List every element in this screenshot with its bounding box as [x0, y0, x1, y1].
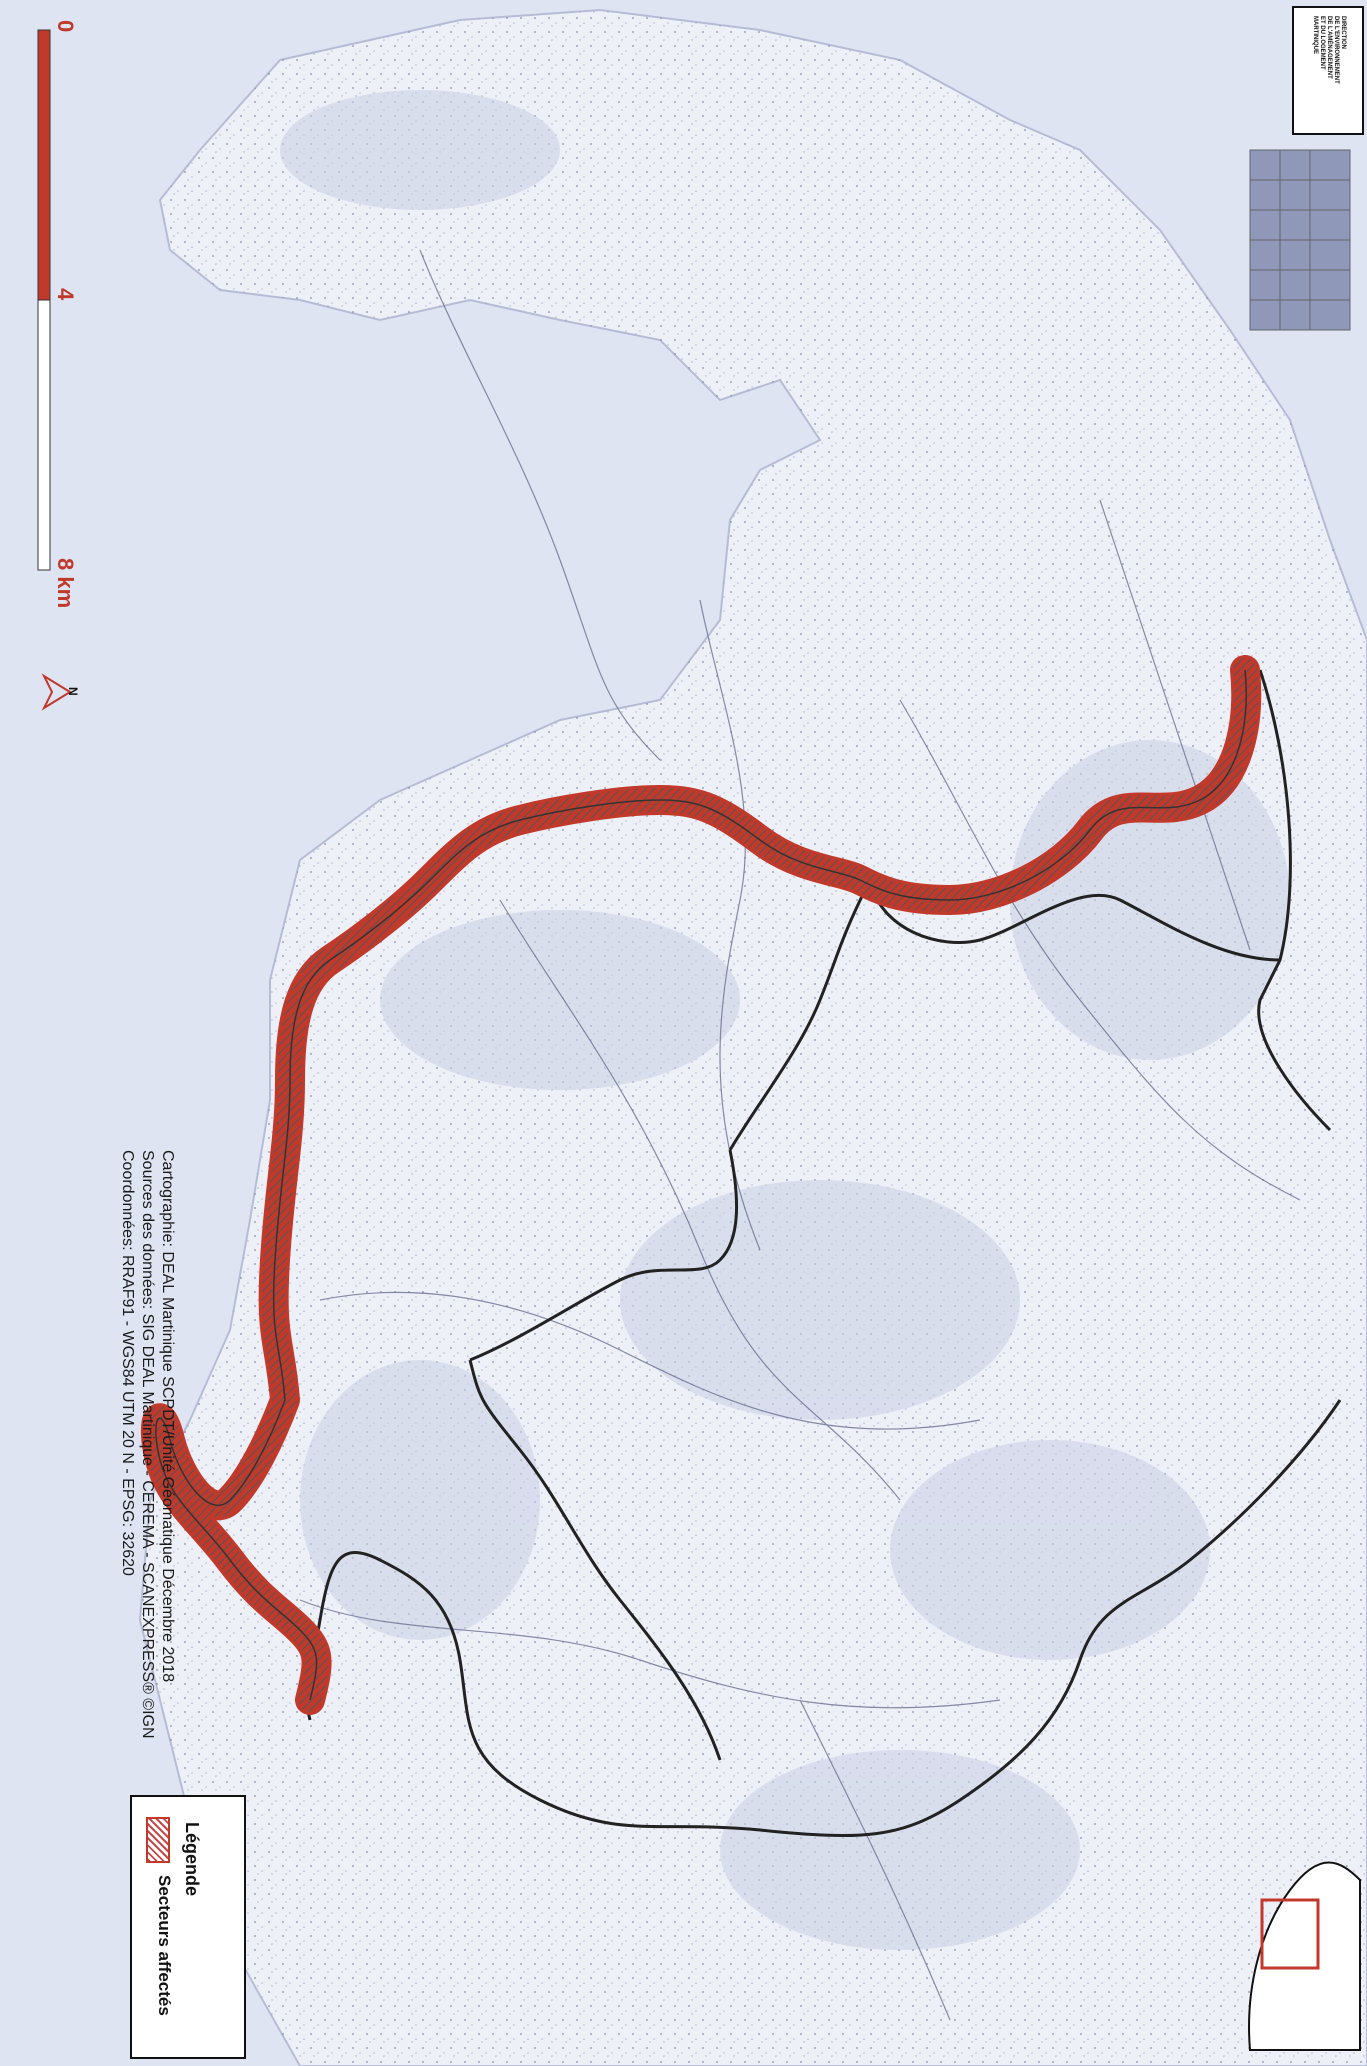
title-block: DIRECTION DE L'ENVIRONNEMENT DE L'AMÉNAG… — [1292, 6, 1364, 135]
inset-overview-map — [1248, 1861, 1361, 2051]
north-label: N — [66, 687, 80, 696]
title-line-5: MARTINIQUE — [1312, 16, 1318, 54]
affected-sector-centerline — [155, 669, 1247, 1701]
credit-line-2: Sources des données: SIG DEAL Martinique… — [139, 1150, 156, 1739]
scale-label-4: 4 — [53, 288, 78, 301]
urban-area — [1249, 149, 1351, 331]
credit-line-1: Cartographie: DEAL Martinique SCPDT/Unit… — [159, 1150, 176, 1683]
north-arrow-icon — [41, 673, 72, 711]
title-line-1: DIRECTION — [1340, 16, 1346, 49]
title-line-4: ET DU LOGEMENT — [1319, 16, 1325, 70]
road-network — [299, 249, 1301, 2021]
credit-line-3: Coordonnées: RRAF91 - WGS84 UTM 20 N - E… — [119, 1150, 136, 1576]
scale-bar — [37, 29, 51, 571]
scale-label-0: 0 — [53, 20, 78, 33]
title-line-2: DE L'ENVIRONNEMENT — [1333, 16, 1339, 84]
legend-title: Légende — [182, 1822, 202, 1897]
legend-box: Légende Secteurs affectés — [130, 1795, 246, 2059]
relief-shading — [280, 90, 1290, 1950]
scale-label-8km: 8 km — [53, 558, 78, 609]
commune-boundary — [304, 669, 1342, 1838]
title-block-text: DIRECTION DE L'ENVIRONNEMENT DE L'AMÉNAG… — [1311, 16, 1346, 84]
credit-block: Cartographie: DEAL Martinique SCPDT/Unit… — [117, 1150, 177, 1739]
legend-swatch — [146, 1817, 170, 1863]
title-line-3: DE L'AMÉNAGEMENT — [1326, 16, 1332, 79]
legend-item-label: Secteurs affectés — [155, 1875, 174, 2016]
